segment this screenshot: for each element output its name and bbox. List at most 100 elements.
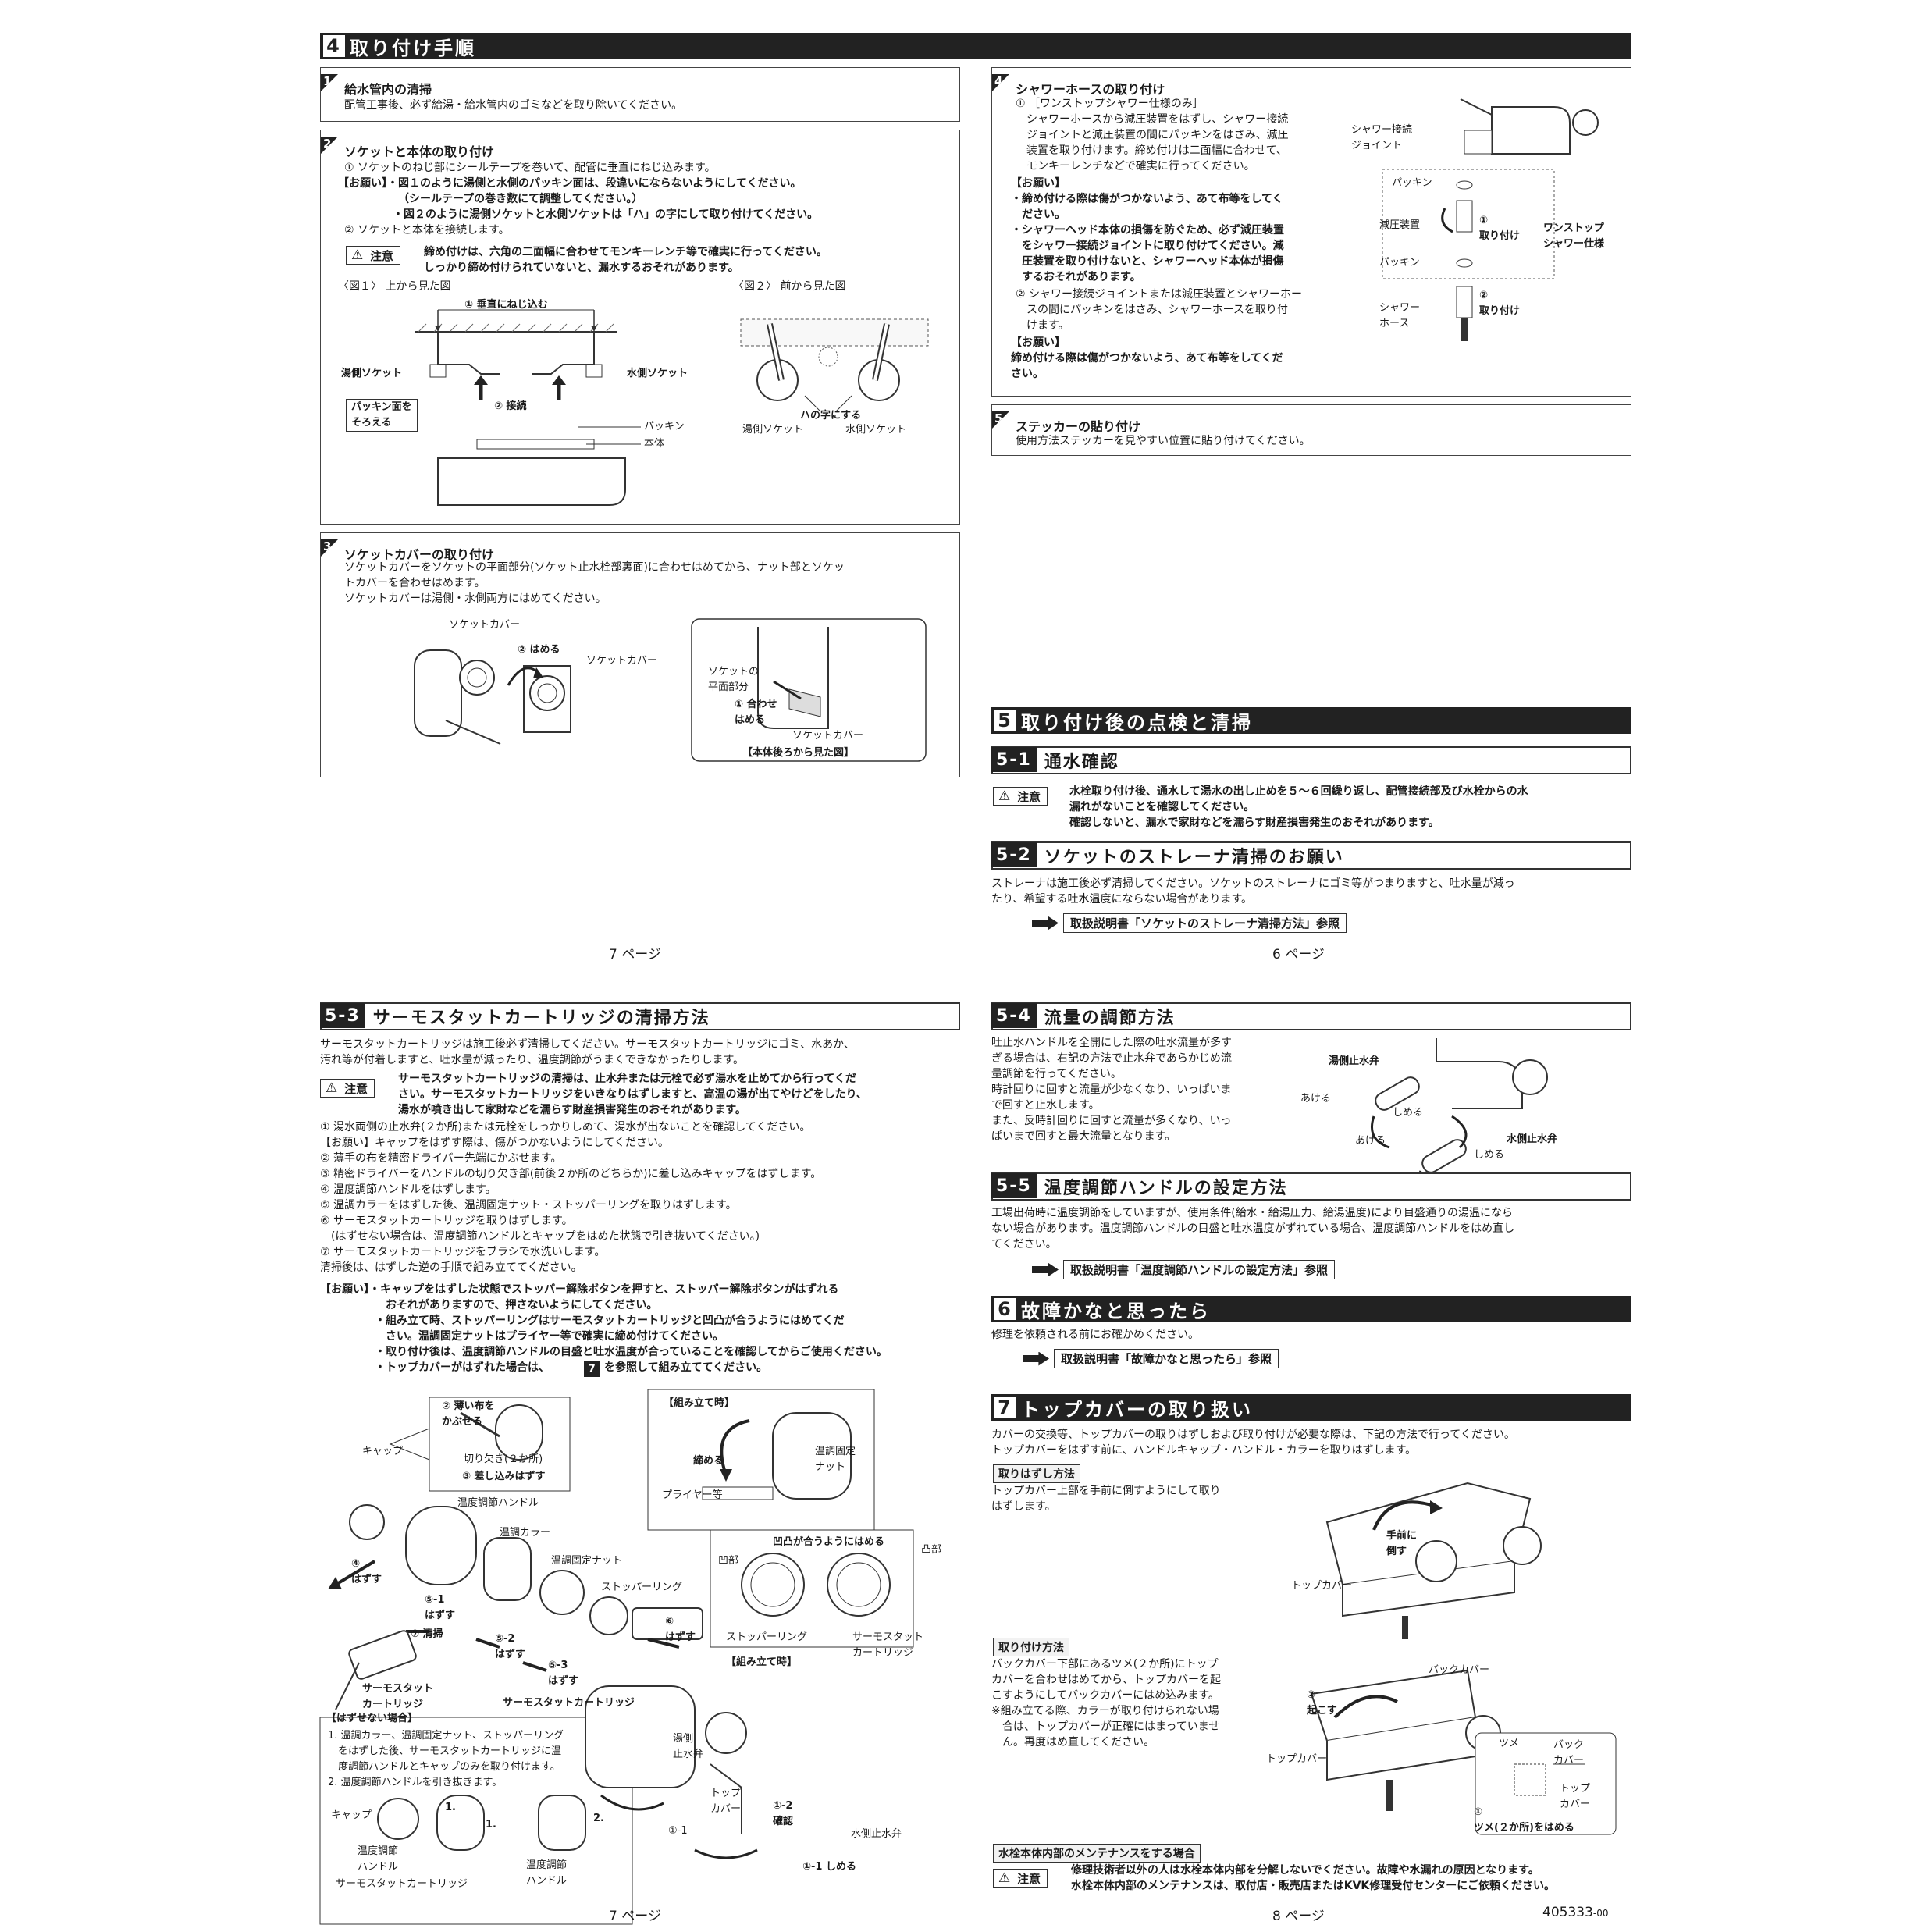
removal-tag: 取りはずし方法: [993, 1464, 1080, 1483]
arrow-right-icon: [1032, 916, 1059, 930]
fig1-label-hot-socket: 湯側ソケット: [341, 368, 403, 379]
step-title: ソケットと本体の取り付け: [344, 144, 495, 159]
section-7-ref-badge: 7: [584, 1361, 600, 1377]
fig1-label-align: パッキン面を そろえる: [346, 399, 418, 432]
section-number: 5: [994, 710, 1016, 731]
section-5-header: 5 取り付け後の点検と清掃: [991, 707, 1631, 734]
subsection-title: ソケットのストレーナ清掃のお願い: [1044, 848, 1344, 867]
diag-collar: 温調カラー: [500, 1527, 551, 1539]
step-text: ① ［ワンストップシャワー仕様のみ］ シャワーホースから減圧装置をはずし、シャワ…: [1016, 98, 1289, 173]
caution-badge: 注意: [993, 787, 1048, 806]
label-top-cover-b: トップカバー: [1266, 1753, 1328, 1765]
label-back-cover-a: バックカバー: [1429, 1664, 1490, 1676]
diag-notch: 切り欠き(２か所): [464, 1453, 543, 1465]
section-6-header: 6 故障かなと思ったら: [991, 1296, 1631, 1322]
step-text: ソケットカバーをソケットの平面部分(ソケット止水栓部裏面)に合わせはめてから、ナ…: [344, 561, 845, 605]
caution-badge: 注意: [320, 1079, 375, 1098]
section-title: 故障かなと思ったら: [1021, 1300, 1211, 1322]
page-number-6: 6 ページ: [1272, 947, 1325, 962]
page-number-7b: 7 ページ: [609, 1909, 661, 1924]
label-open-a: あける: [1300, 1093, 1332, 1105]
fig1-label-connect: ② 接続: [494, 400, 527, 412]
request-note-1: 【お願い】 ・締め付ける際は傷がつかないよう、あて布等をしてく ださい。 ・シャ…: [1011, 177, 1284, 283]
fig2-label-hot-socket: 湯側ソケット: [742, 424, 804, 436]
diag-thermo-cartridge: サーモスタット カートリッジ: [362, 1683, 434, 1710]
subsection-number: 5-4: [991, 1003, 1037, 1028]
diag-thermo-cartridge-4: サーモスタットカートリッジ: [336, 1878, 468, 1890]
label-socket-cover-b: ソケットカバー: [586, 655, 658, 667]
diag-step-1-1: ①-1: [668, 1825, 688, 1837]
subsection-number: 5-1: [991, 747, 1037, 772]
strainer-reference: 取扱説明書「ソケットのストレーナ清掃方法」参照: [1032, 913, 1347, 933]
step-line-2: ② シャワー接続ジョイントまたは減圧装置とシャワーホー スの間にパッキンをはさみ…: [1016, 288, 1302, 332]
diag-handle-3: 温度調節 ハンドル: [526, 1859, 568, 1887]
subsection-title: 流量の調節方法: [1044, 1009, 1176, 1028]
label-shower-hose: シャワー ホース: [1379, 302, 1421, 329]
thermo-disassembly-drawing: [319, 1389, 914, 1925]
fig2-label-v-shape: ハの字にする: [800, 410, 862, 422]
subsection-title: 温度調節ハンドルの設定方法: [1044, 1179, 1288, 1198]
diag-thin-cloth: ② 薄い布を かぶせる: [442, 1400, 495, 1428]
figure-2-drawing: [740, 318, 929, 412]
top-cover-install-drawing: [1310, 1669, 1617, 1835]
diag-tighten: 締める: [693, 1455, 724, 1467]
section-number: 7: [994, 1397, 1016, 1418]
label-attach-1: ① 取り付け: [1479, 215, 1521, 242]
subsection-number: 5-2: [991, 842, 1037, 867]
diag-c2: 2.: [593, 1813, 604, 1824]
label-fit-tabs: ① ツメ(２か所)をはめる: [1474, 1806, 1574, 1834]
label-tilt-forward: 手前に 倒す: [1386, 1530, 1418, 1557]
label-open-b: あける: [1355, 1135, 1386, 1147]
diag-c1b: 1.: [486, 1819, 496, 1831]
diag-cap: キャップ: [362, 1446, 404, 1457]
diag-thermo-cartridge-3: サーモスタット カートリッジ: [852, 1631, 924, 1659]
diag-step-7: ⑦ 清掃: [411, 1628, 443, 1640]
diag-step-5-1: ⑤-1 はずす: [425, 1594, 456, 1621]
diag-stopper-ring: ストッパーリング: [601, 1582, 683, 1593]
trouble-text: 修理を依頼される前にお確かめください。: [991, 1329, 1199, 1341]
label-tab: ツメ: [1499, 1738, 1520, 1749]
step-title: 給水管内の清掃: [344, 82, 432, 97]
thermo-steps: ① 湯水両側の止水弁(２か所)または元栓をしっかりしめて、湯水が出ないことを確認…: [320, 1121, 822, 1274]
request-note-2: 【お願い】 締め付ける際は傷がつかないよう、あて布等をしてくだ さい。: [1011, 336, 1283, 380]
label-attach-2: ② 取り付け: [1479, 290, 1521, 317]
flow-adjust-text: 吐止水ハンドルを全開にした際の吐水流量が多す ぎる場合は、右記の方法で止水弁であ…: [991, 1037, 1232, 1143]
diag-step-4: ④ はずす: [351, 1558, 382, 1585]
fig2-label-cold-socket: 水側ソケット: [845, 424, 907, 436]
subsection-5-5-header: 5-5 温度調節ハンドルの設定方法: [991, 1172, 1631, 1201]
label-one-stop: ワンストップ シャワー仕様: [1543, 222, 1605, 250]
diag-step-1-1-close: ①-1 しめる: [802, 1861, 856, 1873]
thermo-intro: サーモスタットカートリッジは施工後必ず清掃してください。サーモスタットカートリッ…: [320, 1038, 855, 1066]
label-packing-a: パッキン: [1392, 177, 1432, 189]
diag-step-1-2: ①-2 確認: [773, 1800, 794, 1827]
diag-hot-valve: 湯側 止水弁: [673, 1733, 704, 1760]
strainer-text: ストレーナは施工後必ず清掃してください。ソケットのストレーナにゴミ等がつまります…: [991, 877, 1515, 906]
top-cover-intro: カバーの交換等、トップカバーの取りはずしおよび取り付けが必要な際は、下記の方法で…: [991, 1429, 1515, 1457]
section-number: 6: [994, 1298, 1016, 1320]
diag-cap-2: キャップ: [331, 1809, 372, 1821]
diag-stopper-ring-2: ストッパーリング: [726, 1631, 808, 1643]
subsection-5-4-header: 5-4 流量の調節方法: [991, 1002, 1631, 1030]
label-pressure-reducer: 減圧装置: [1379, 219, 1421, 231]
label-hot-valve: 湯側止水弁: [1329, 1055, 1380, 1067]
document-code-main: 405333: [1542, 1905, 1593, 1920]
step-title: シャワーホースの取り付け: [1016, 82, 1165, 97]
label-raise: ② 起こす: [1307, 1689, 1337, 1717]
diag-thermo-cartridge-2: サーモスタットカートリッジ: [503, 1697, 635, 1709]
maintenance-text: 修理技術者以外の人は水栓本体内部を分解しないでください。故障や水漏れの原因となり…: [1071, 1864, 1555, 1892]
diag-cant-remove: 【はずせない場合】: [326, 1713, 418, 1724]
water-check-text: 水栓取り付け後、通水して湯水の出し止めを５～６回繰り返し、配管接続部及び水栓から…: [1069, 785, 1528, 829]
request-note: 【お願い】・図１のように湯側と水側のパッキン面は、段違いにならないようにしてくだ…: [338, 177, 819, 221]
diag-cold-valve: 水側止水弁: [851, 1828, 902, 1840]
subsection-5-2-header: 5-2 ソケットのストレーナ清掃のお願い: [991, 841, 1631, 870]
reference-label: 取扱説明書「ソケットのストレーナ清掃方法」参照: [1063, 913, 1347, 933]
subsection-number: 5-5: [991, 1173, 1037, 1198]
step-number: 1: [321, 74, 338, 91]
label-top-cover-c: トップ カバー: [1560, 1783, 1591, 1810]
label-packing-b: パッキン: [1379, 257, 1420, 269]
install-text: バックカバー下部にあるツメ(２か所)にトップ カバーを合わせはめてから、トップカ…: [991, 1658, 1221, 1749]
socket-cover-drawing: [414, 618, 927, 762]
